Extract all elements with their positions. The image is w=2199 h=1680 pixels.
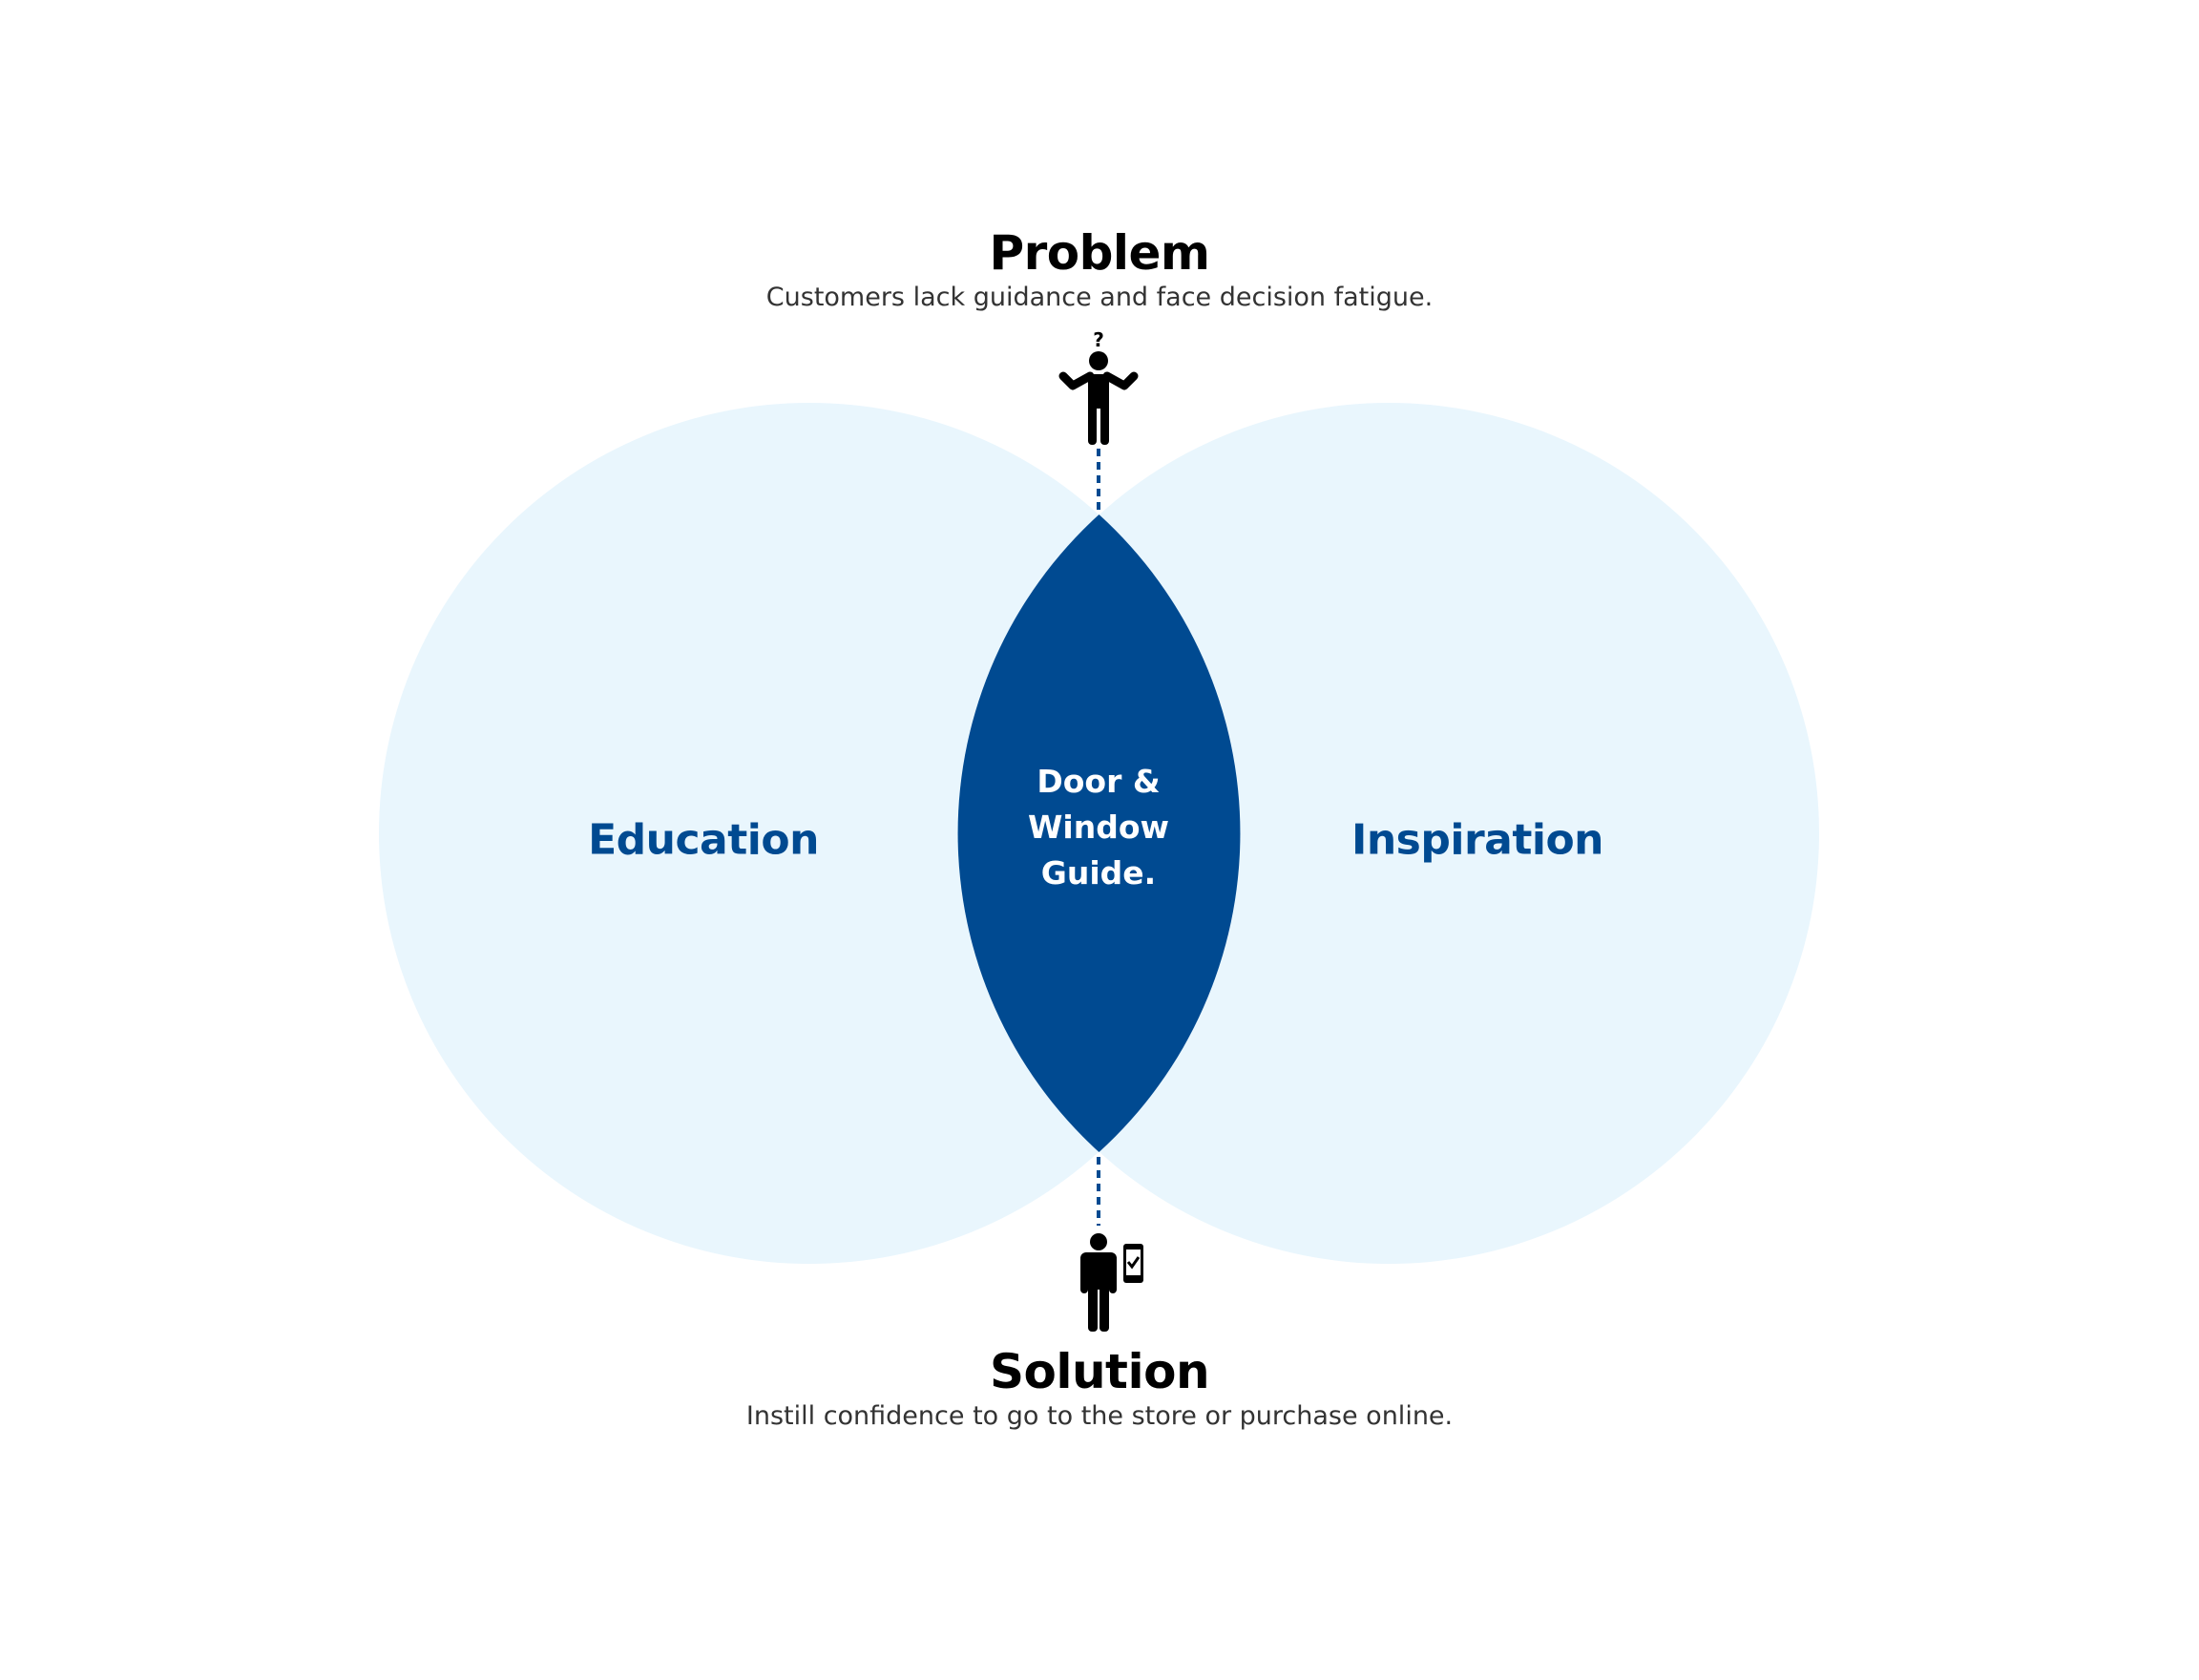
intersection-lens — [957, 514, 1241, 1152]
intersection-line: Window — [1028, 808, 1169, 846]
confused-person-icon: ? — [1058, 328, 1139, 445]
intersection-line: Door & — [1037, 763, 1161, 800]
person-with-phone-check-icon — [1080, 1233, 1143, 1332]
problem-description: Customers lack guidance and face decisio… — [765, 283, 1434, 312]
svg-text:?: ? — [1093, 328, 1104, 351]
problem-title: Problem — [989, 225, 1210, 281]
education-label: Education — [588, 815, 819, 865]
inspiration-label: Inspiration — [1351, 815, 1604, 865]
intersection-line: Guide. — [1040, 854, 1157, 892]
intersection-label: Door & Window Guide. — [994, 759, 1204, 896]
solution-title: Solution — [989, 1344, 1210, 1399]
solution-description: Instill confidence to go to the store or… — [745, 1401, 1454, 1431]
